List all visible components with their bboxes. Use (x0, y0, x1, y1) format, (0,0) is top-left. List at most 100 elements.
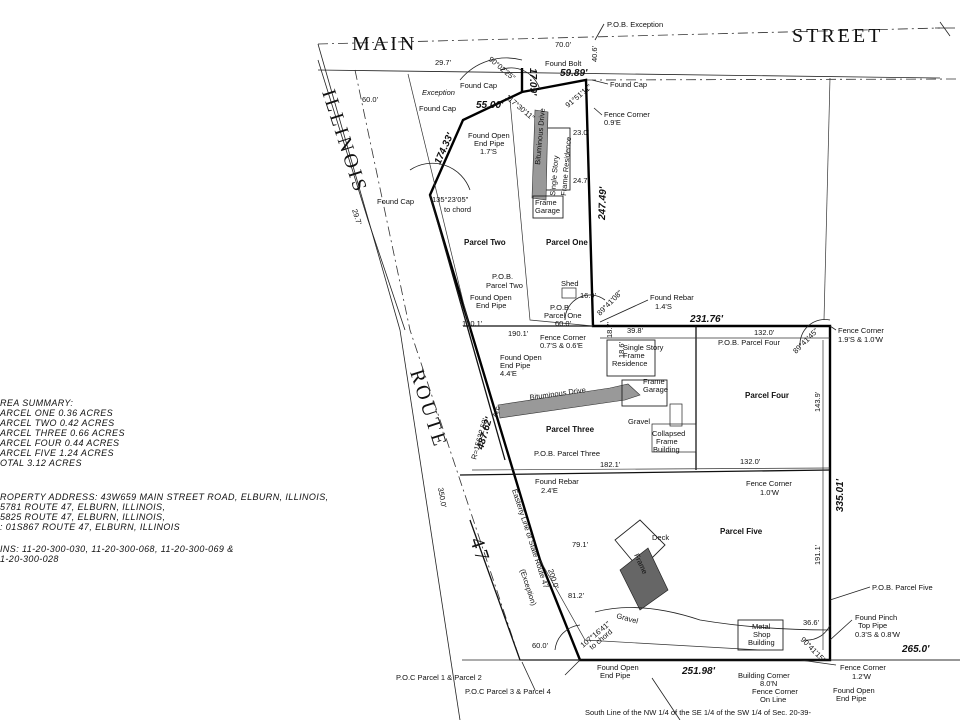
parcel-two-label: Parcel Two (464, 238, 506, 247)
dim-182-1: 182.1' (600, 460, 621, 469)
dim-18-6: 18.6' (617, 341, 626, 358)
dim-60-0b: 60.0' (555, 319, 572, 328)
leader-lines (521, 23, 871, 720)
dim-23-0: 23.0' (573, 128, 590, 137)
single-story-a: Single Story (548, 155, 561, 196)
area-row-one: ARCEL ONE 0.36 ACRES (0, 408, 114, 418)
dim-55-00: 55.00' (476, 100, 504, 111)
fence-corner-d: Fence Corner (746, 479, 792, 488)
offset-0-9e: 0.9'E (604, 118, 621, 127)
offset-1-2w: 1.2'W (852, 672, 872, 681)
found-cap-label-b: Found Cap (460, 81, 497, 90)
parcel-three-label: Parcel Three (546, 425, 595, 434)
parcel-one-label: Parcel One (546, 238, 588, 247)
garage-c: Garage (643, 385, 668, 394)
found-open-pipe-b: Found Open (470, 293, 512, 302)
dim-29-7b: 29.7' (350, 208, 364, 227)
area-row-five: ARCEL FIVE 1.24 ACRES (0, 448, 114, 458)
shed-label: Shed (561, 279, 579, 288)
area-row-three: ARCEL THREE 0.66 ACRES (0, 428, 125, 438)
route-number-label: 47 (465, 535, 494, 567)
fence-corner-c: Fence Corner (838, 326, 884, 335)
metal-label: Metal (752, 622, 771, 631)
gravel-label-b: Gravel (615, 611, 639, 625)
angle-arcs (409, 57, 831, 651)
deck-label: Deck (652, 533, 669, 542)
found-cap-label-a: Found Cap (610, 80, 647, 89)
fence-corner-f: Fence Corner (752, 687, 798, 696)
dim-36-6: 36.6' (803, 618, 820, 627)
pob-exception-label: P.O.B. Exception (607, 20, 663, 29)
area-row-two: ARCEL TWO 0.42 ACRES (0, 418, 115, 428)
dim-24-7: 24.7' (573, 176, 590, 185)
pins-line-1: INS: 11-20-300-030, 11-20-300-068, 11-20… (0, 544, 234, 554)
dim-60-0c: 60.0' (532, 641, 549, 650)
found-cap-label-c: Found Cap (419, 104, 456, 113)
parcel-five-label: Parcel Five (720, 527, 763, 536)
pob-one-label: P.O.B. (550, 303, 571, 312)
frame-b: Frame (623, 351, 645, 360)
angle-to-chord-a: to chord (444, 205, 471, 214)
main-label: MAIN (352, 33, 417, 55)
dim-18-7: 18.7' (605, 321, 614, 338)
offset-1-4s: 1.4'S (655, 302, 672, 311)
offset-fc-b: 1.9'S & 1.0'W (838, 335, 884, 344)
fence-corner-b: Fence Corner (540, 333, 586, 342)
gravel-label-a: Gravel (628, 417, 650, 426)
end-pipe-e: End Pipe (600, 671, 630, 680)
exception-label-b: (Exception) (518, 568, 538, 607)
on-line-label: On Line (760, 695, 786, 704)
route-47-lines (317, 43, 521, 720)
garage-label-a: Garage (535, 206, 560, 215)
found-open-pipe-a: Found Open (468, 131, 510, 140)
dim-60-0a: 60.0' (362, 95, 379, 104)
angle-117-30-11: 117°30'11" (504, 93, 537, 123)
building-corner-label: Building Corner (738, 671, 790, 680)
pob-three-label: P.O.B. Parcel Three (534, 449, 600, 458)
shop-label: Shop (753, 630, 771, 639)
area-row-total: OTAL 3.12 ACRES (0, 458, 82, 468)
dim-132-0b: 132.0' (740, 457, 761, 466)
residence-b: Residence (612, 359, 647, 368)
dim-231-76: 231.76' (689, 314, 724, 325)
end-pipe-d: End Pipe (836, 694, 866, 703)
dim-70-0: 70.0' (555, 40, 572, 49)
site-features (497, 109, 831, 651)
found-open-pipe-c: Found Open (500, 353, 542, 362)
dim-335-01: 335.01' (835, 478, 846, 512)
pob-five-label: P.O.B. Parcel Five (872, 583, 933, 592)
area-summary-title: REA SUMMARY: (0, 398, 74, 408)
pob-two-parcel: Parcel Two (486, 281, 523, 290)
frame-label-a: Frame (535, 198, 557, 207)
offset-1-0w: 1.0'W (760, 488, 780, 497)
dim-251-98: 251.98' (681, 666, 716, 677)
offset-fc-a: 0.7'S & 0.6'E (540, 341, 583, 350)
angle-89-41-45: 89°41'45" (791, 326, 820, 355)
angle-135-23-05: 135°23'05" (432, 195, 469, 204)
found-bolt-label: Found Bolt (545, 59, 582, 68)
frame-residence-a: Frame Residence (559, 136, 573, 196)
dim-132-0a: 132.0' (754, 328, 775, 337)
collapsed-label-c: Building (653, 445, 680, 454)
address-line-4: : 01S867 ROUTE 47, ELBURN, ILLINOIS (0, 522, 181, 532)
dim-350-0: 350.0' (436, 487, 448, 509)
dim-17-09: 17.09' (527, 68, 538, 96)
found-rebar-a: Found Rebar (650, 293, 694, 302)
offset-4-4e: 4.4'E (500, 369, 517, 378)
address-line-1: ROPERTY ADDRESS: 43W659 MAIN STREET ROAD… (0, 492, 329, 502)
found-pinch-label: Found Pinch (855, 613, 897, 622)
end-pipe-b: End Pipe (476, 301, 506, 310)
pinch-offset-label: 0.3'S & 0.8'W (855, 630, 901, 639)
offset-1-7s: 1.7'S (480, 147, 497, 156)
collapsed-label-b: Frame (656, 437, 678, 446)
area-row-four: ARCEL FOUR 0.44 ACRES (0, 438, 120, 448)
south-line-label: South Line of the NW 1/4 of the SE 1/4 o… (585, 708, 811, 717)
fence-lines (407, 73, 831, 651)
fence-corner-a: Fence Corner (604, 110, 650, 119)
dim-130-1: 130.1' (462, 319, 483, 328)
easterly-line-label: Easterly Line of State Route 47 (510, 488, 551, 590)
pob-two-label: P.O.B. (492, 272, 513, 281)
found-cap-label-d: Found Cap (377, 197, 414, 206)
angle-90-02-25: 90°02'25" (487, 55, 518, 83)
dim-79-1: 79.1' (572, 540, 589, 549)
